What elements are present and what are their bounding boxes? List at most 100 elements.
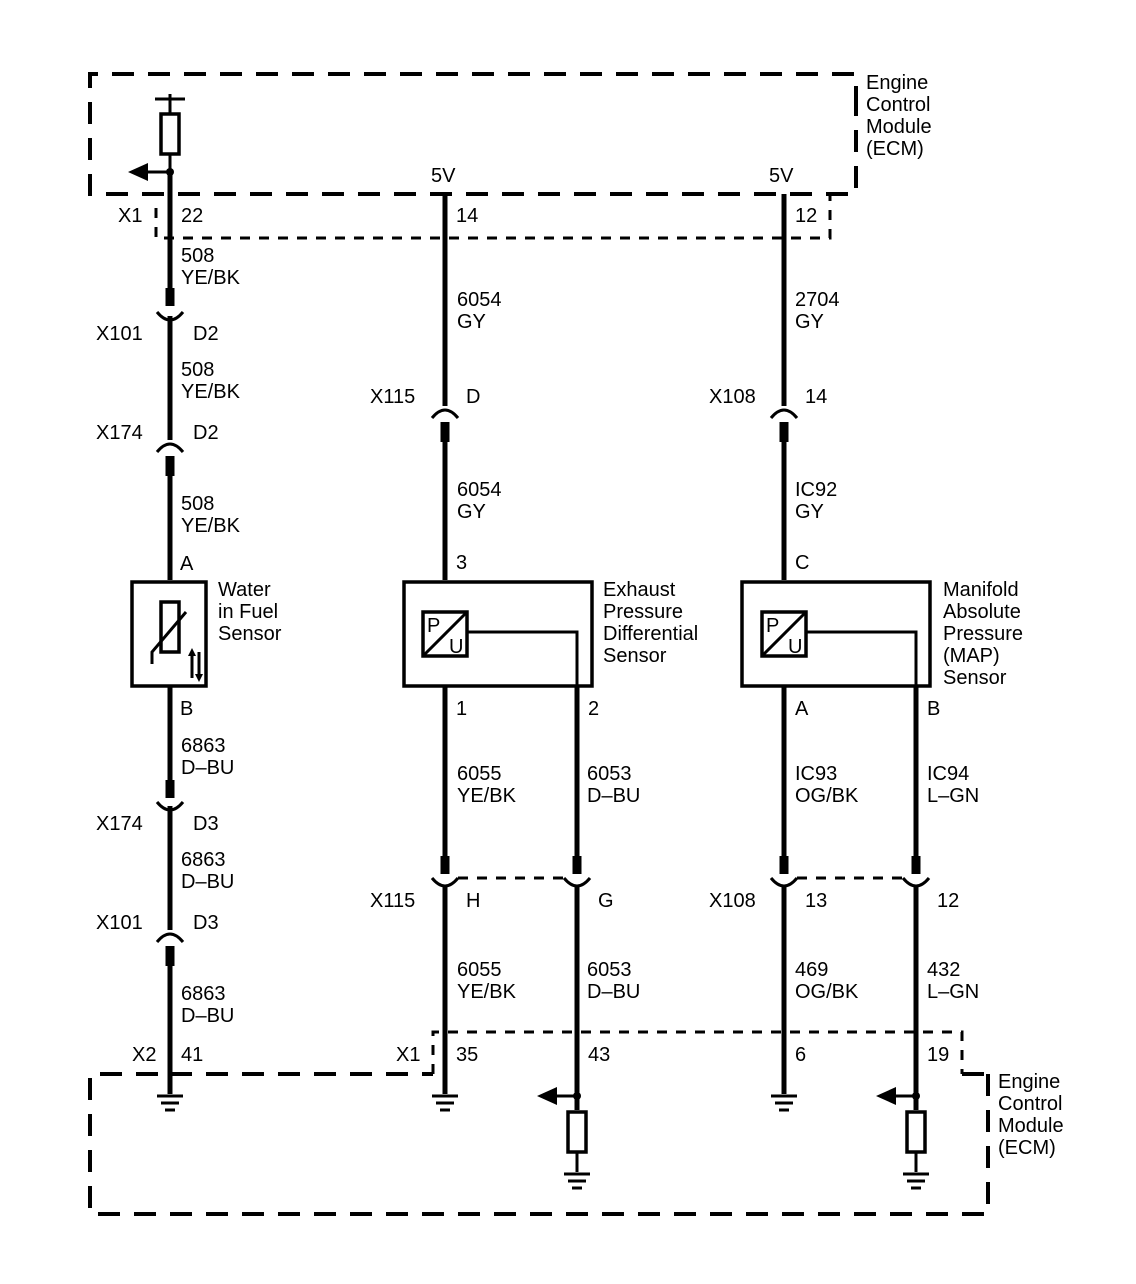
pin-ecm-6: 6 (795, 1044, 806, 1066)
wire-432-color: L–GN (927, 981, 979, 1003)
wire-6054-circuit: 6054 (457, 479, 502, 501)
wire-508-color: YE/BK (181, 381, 241, 403)
connector-x101-d3: X101 (96, 912, 143, 934)
connector-x174-d3: X174 (96, 813, 143, 835)
wire-6055-circuit: 6055 (457, 763, 502, 785)
wire-508-circuit: 508 (181, 245, 214, 267)
map-sensor-pin-a: A (795, 698, 809, 720)
wire-6053-color: D–BU (587, 785, 640, 807)
pin-x174-d3: D3 (193, 813, 219, 835)
wire-labels: 508 YE/BK 508 YE/BK 508 YE/BK 6863 D–BU … (181, 245, 979, 1027)
exhaust-sensor-label-4: Sensor (603, 645, 667, 667)
wire-ic93-color: OG/BK (795, 785, 859, 807)
connector-x108-13-12 (769, 856, 931, 888)
ecm-bottom-label-2: Control (998, 1093, 1062, 1115)
ecm-top-label-1: Engine (866, 72, 928, 94)
wire-ic92-circuit: IC92 (795, 479, 837, 501)
connector-labels: X1 22 14 12 X101 D2 X174 D2 X115 D X108 … (96, 205, 959, 1066)
pin-ecm-41: 41 (181, 1044, 203, 1066)
map-sensor-pin-c: C (795, 552, 809, 574)
connector-x174-d2: X174 (96, 422, 143, 444)
wire-508-color: YE/BK (181, 267, 241, 289)
map-sensor-label-4: (MAP) (943, 645, 1000, 667)
connector-x115-lower: X115 (370, 890, 415, 912)
water-in-fuel-label-3: Sensor (218, 623, 282, 645)
wire-6055-color: YE/BK (457, 981, 517, 1003)
pin-ecm-19: 19 (927, 1044, 949, 1066)
connector-x108-upper: X108 (709, 386, 756, 408)
pin-ecm-43: 43 (588, 1044, 610, 1066)
ecm-pullup-resistor (128, 94, 185, 181)
connector-x115-upper: X115 (370, 386, 415, 408)
wire-6054-color: GY (457, 311, 486, 333)
connector-x108-lower: X108 (709, 890, 756, 912)
map-sensor-label-3: Pressure (943, 623, 1023, 645)
wire-508-circuit: 508 (181, 493, 214, 515)
wire-6055-circuit: 6055 (457, 959, 502, 981)
map-sensor-label-1: Manifold (943, 579, 1019, 601)
exhaust-sensor-pin-1: 1 (456, 698, 467, 720)
exhaust-sensor-pin-2: 2 (588, 698, 599, 720)
ground-icon (157, 1094, 183, 1112)
ecm-bottom-label-1: Engine (998, 1071, 1060, 1093)
ecm-top-module: Engine Control Module (ECM) 5V 5V (88, 72, 932, 240)
exhaust-transducer-p: P (427, 615, 440, 637)
pin-x115-g: G (598, 890, 614, 912)
wire-6863-color: D–BU (181, 871, 234, 893)
water-in-fuel-pin-a: A (180, 553, 194, 575)
wire-6863-color: D–BU (181, 757, 234, 779)
exhaust-pressure-differential-sensor: P U Exhaust Pressure Differential Sensor… (402, 552, 698, 720)
wire-6863-circuit: 6863 (181, 983, 226, 1005)
supply-5v-right: 5V (769, 165, 794, 187)
map-sensor-label-2: Absolute (943, 601, 1021, 623)
wire-508-circuit: 508 (181, 359, 214, 381)
exhaust-sensor-pin-3: 3 (456, 552, 467, 574)
wire-ic93-circuit: IC93 (795, 763, 837, 785)
wire-6054-color: GY (457, 501, 486, 523)
wire-6863-circuit: 6863 (181, 849, 226, 871)
wire-432-circuit: 432 (927, 959, 960, 981)
exhaust-sensor-label-3: Differential (603, 623, 698, 645)
wire-6863-color: D–BU (181, 1005, 234, 1027)
connector-x174-d2 (155, 442, 185, 476)
wire-6053-color: D–BU (587, 981, 640, 1003)
ecm-pulldown-resistor-19 (876, 1087, 929, 1190)
pin-ecm-14: 14 (456, 205, 478, 227)
exhaust-transducer-u: U (449, 636, 463, 658)
ecm-top-label-3: Module (866, 116, 932, 138)
map-sensor-label-5: Sensor (943, 667, 1007, 689)
pin-ecm-22: 22 (181, 205, 203, 227)
connector-x101-d2: X101 (96, 323, 143, 345)
wire-2704-color: GY (795, 311, 824, 333)
pin-x115-d: D (466, 386, 480, 408)
exhaust-sensor-label-2: Pressure (603, 601, 683, 623)
connector-x108-14 (769, 408, 799, 442)
wire-ic94-circuit: IC94 (927, 763, 969, 785)
ecm-top-label-2: Control (866, 94, 930, 116)
connector-x174-d3 (155, 780, 185, 812)
connector-x101-d3 (155, 932, 185, 966)
ecm-bottom-module: Engine Control Module (ECM) (88, 1030, 1064, 1216)
pin-x108-13: 13 (805, 890, 827, 912)
pin-x174-d2: D2 (193, 422, 219, 444)
water-in-fuel-sensor: Water in Fuel Sensor A B (130, 553, 282, 720)
pin-x108-14: 14 (805, 386, 827, 408)
wire-runs (167, 172, 919, 1110)
ground-icon (771, 1094, 797, 1112)
pin-ecm-12: 12 (795, 205, 817, 227)
connector-x115-h-g (430, 856, 592, 888)
wire-469-color: OG/BK (795, 981, 859, 1003)
wire-6863-circuit: 6863 (181, 735, 226, 757)
pin-x115-h: H (466, 890, 480, 912)
wire-6053-circuit: 6053 (587, 763, 632, 785)
inline-connectors (155, 288, 931, 966)
pin-ecm-35: 35 (456, 1044, 478, 1066)
ground-symbols (157, 1087, 929, 1190)
wire-6053-circuit: 6053 (587, 959, 632, 981)
map-sensor-pin-b: B (927, 698, 940, 720)
map-transducer-p: P (766, 615, 779, 637)
wire-469-circuit: 469 (795, 959, 828, 981)
connector-x1-bottom: X1 (396, 1044, 420, 1066)
ecm-bottom-label-3: Module (998, 1115, 1064, 1137)
